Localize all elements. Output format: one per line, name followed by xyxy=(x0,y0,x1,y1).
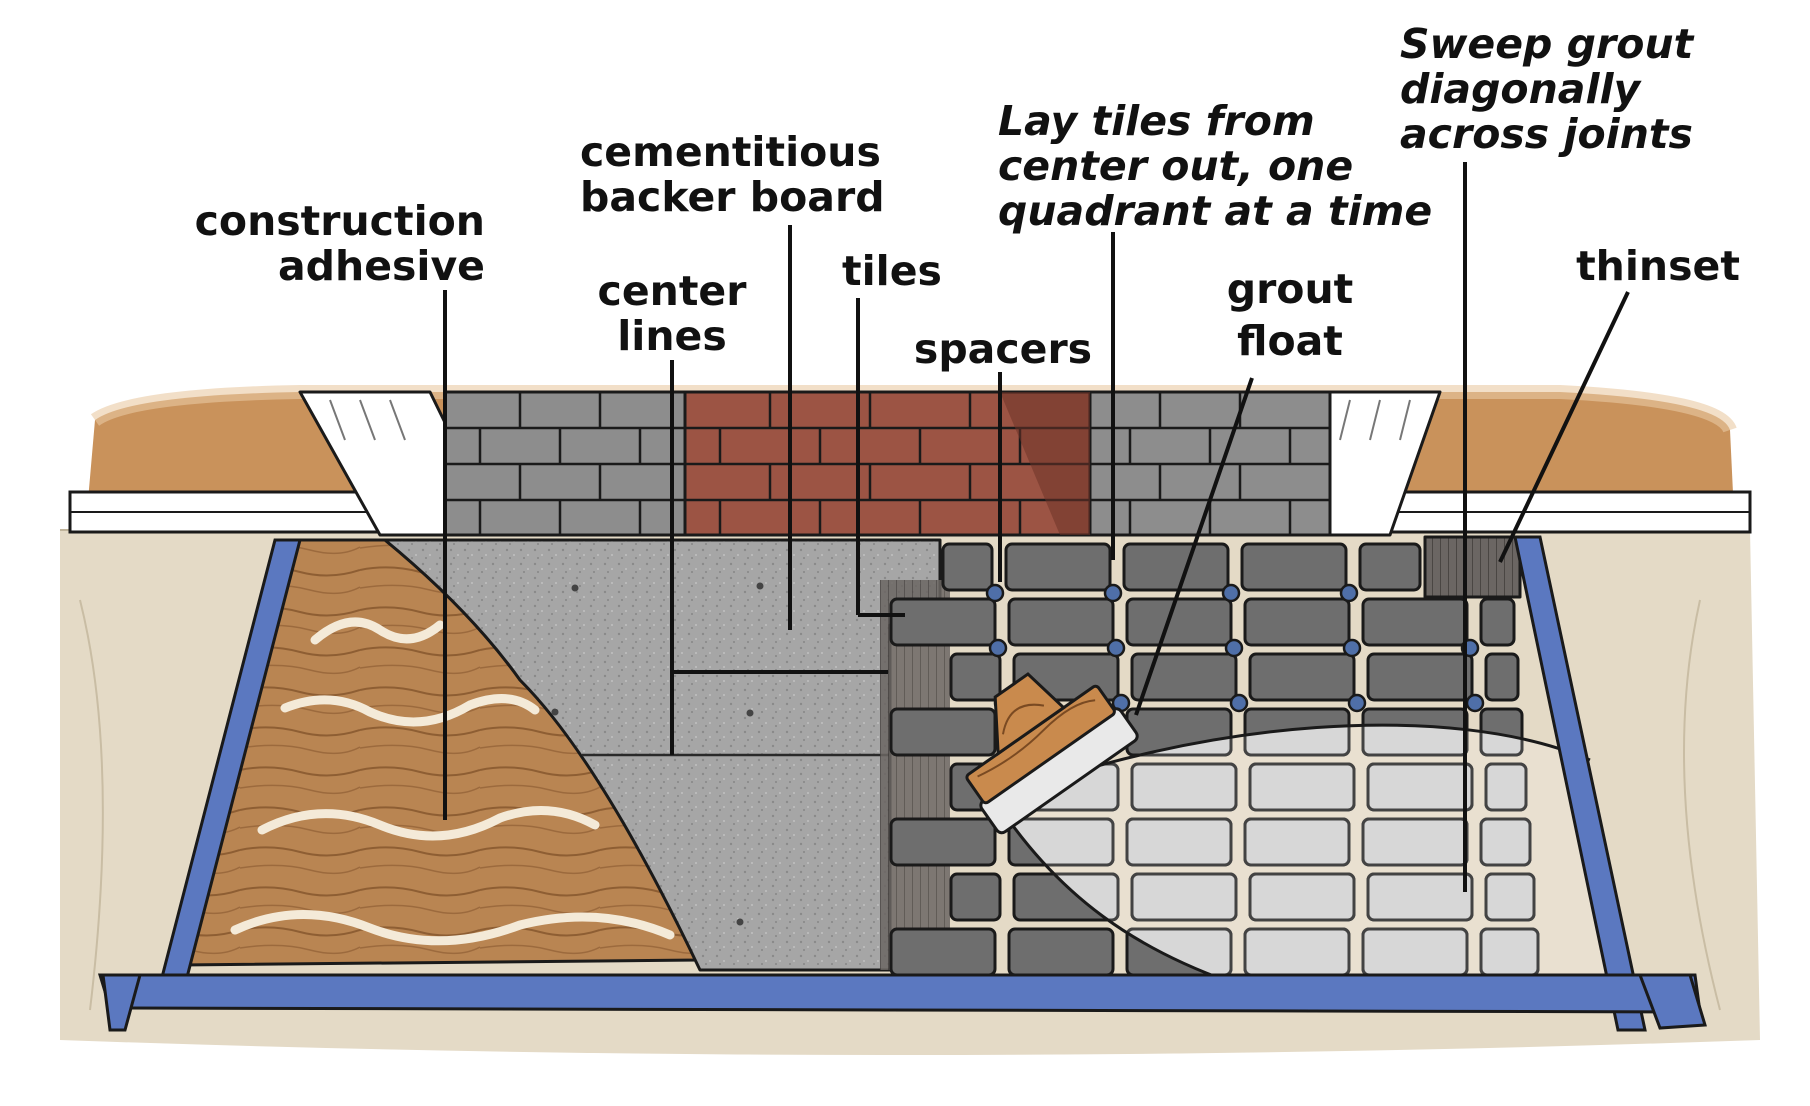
svg-text:construction: construction xyxy=(195,197,485,245)
svg-text:thinset: thinset xyxy=(1576,242,1740,290)
tile xyxy=(949,652,1002,702)
tile xyxy=(1479,597,1516,647)
tile xyxy=(1130,652,1238,702)
svg-text:quadrant at a time: quadrant at a time xyxy=(998,187,1432,235)
svg-text:lines: lines xyxy=(617,312,727,360)
spacer-icon xyxy=(1229,693,1249,713)
grouted-tile xyxy=(1479,817,1532,867)
svg-text:backer board: backer board xyxy=(580,173,885,221)
svg-text:center out, one: center out, one xyxy=(998,142,1353,190)
spacer-icon xyxy=(988,638,1008,658)
label-lay-tiles: Lay tiles from center out, one quadrant … xyxy=(998,97,1432,235)
tile xyxy=(1361,597,1469,647)
tile xyxy=(889,597,997,647)
tile xyxy=(1004,542,1112,592)
leader-lines xyxy=(443,162,1630,892)
svg-text:across joints: across joints xyxy=(1400,110,1693,158)
spacer-icon xyxy=(1103,583,1123,603)
tile xyxy=(889,817,997,867)
grouted-tile xyxy=(1366,762,1474,812)
svg-text:Lay tiles from: Lay tiles from xyxy=(998,97,1315,145)
svg-text:diagonally: diagonally xyxy=(1400,65,1643,113)
svg-text:tiles: tiles xyxy=(842,247,942,295)
tile xyxy=(1122,542,1230,592)
tile xyxy=(1125,597,1233,647)
label-center-lines: center lines xyxy=(598,267,748,360)
tile xyxy=(1007,927,1115,977)
backer-board-screws xyxy=(551,582,764,926)
label-spacers: spacers xyxy=(914,325,1092,373)
tile xyxy=(1358,542,1422,592)
label-construction-adhesive: construction adhesive xyxy=(195,197,485,290)
spacer-icon xyxy=(985,583,1005,603)
label-grout-float: grout float xyxy=(1227,265,1354,365)
tile xyxy=(949,872,1002,922)
adhesive-beads xyxy=(230,617,675,946)
svg-text:float: float xyxy=(1237,317,1343,365)
gray-brick-left xyxy=(443,390,687,537)
grout-float-icon xyxy=(965,672,1139,835)
tile xyxy=(889,707,997,757)
svg-text:cementitious: cementitious xyxy=(580,128,881,176)
spacer-icon xyxy=(1221,583,1241,603)
tile xyxy=(1248,652,1356,702)
grouted-tile xyxy=(1248,762,1356,812)
svg-text:adhesive: adhesive xyxy=(278,242,485,290)
label-backer-board: cementitious backer board xyxy=(580,128,885,221)
painters-tape xyxy=(97,535,1707,1032)
svg-text:grout: grout xyxy=(1227,265,1354,313)
tile xyxy=(1243,597,1351,647)
spacer-icon xyxy=(1347,693,1367,713)
gray-brick-right xyxy=(1088,390,1332,537)
tile xyxy=(889,927,997,977)
red-brick-hearth xyxy=(683,390,1092,537)
grouted-tile xyxy=(1130,762,1238,812)
label-sweep-grout: Sweep grout diagonally across joints xyxy=(1400,20,1695,158)
grouted-tile xyxy=(1243,817,1351,867)
spacer-icon xyxy=(1342,638,1362,658)
label-tiles: tiles xyxy=(842,247,942,295)
grouted-tile xyxy=(1484,762,1528,812)
spacer-icon xyxy=(1106,638,1126,658)
grouted-tile xyxy=(1125,817,1233,867)
tile xyxy=(1366,652,1474,702)
grouted-tile xyxy=(1130,872,1238,922)
spacer-icon xyxy=(1465,693,1485,713)
grouted-tile xyxy=(1248,872,1356,922)
tile xyxy=(1007,597,1115,647)
spacer-icon xyxy=(1339,583,1359,603)
label-thinset: thinset xyxy=(1576,242,1740,290)
tile xyxy=(941,542,994,592)
svg-text:center: center xyxy=(598,267,748,315)
grouted-tile xyxy=(1484,872,1536,922)
spacer-icon xyxy=(1224,638,1244,658)
svg-text:spacers: spacers xyxy=(914,325,1092,373)
tile xyxy=(1484,652,1520,702)
tile xyxy=(1240,542,1348,592)
svg-text:Sweep grout: Sweep grout xyxy=(1400,20,1695,68)
grouted-area xyxy=(993,723,1620,984)
grouted-tile xyxy=(1366,872,1474,922)
